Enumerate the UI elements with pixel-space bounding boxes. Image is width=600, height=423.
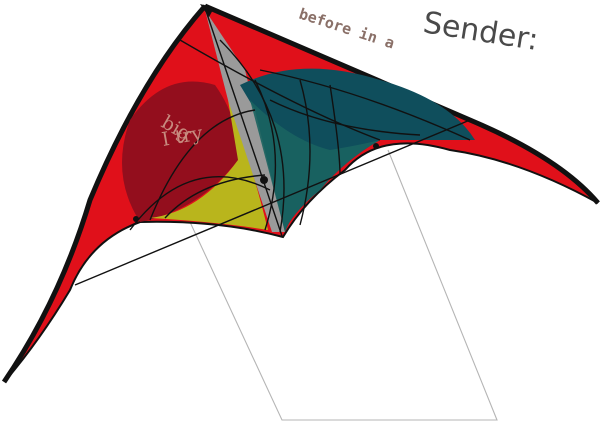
- before-text: before in a: [297, 5, 397, 53]
- panel-olive: [150, 100, 268, 230]
- leading-edge-right: [204, 3, 600, 205]
- spreader-joint-left: [133, 216, 139, 222]
- sender-text: Sender:: [421, 5, 541, 58]
- spreader-joint-right: [373, 143, 379, 149]
- flying-lines: [189, 149, 498, 421]
- nose-cap: [200, 4, 214, 17]
- spars: [74, 7, 471, 286]
- center-joint: [260, 176, 268, 184]
- leading-edge-left: [1, 4, 207, 384]
